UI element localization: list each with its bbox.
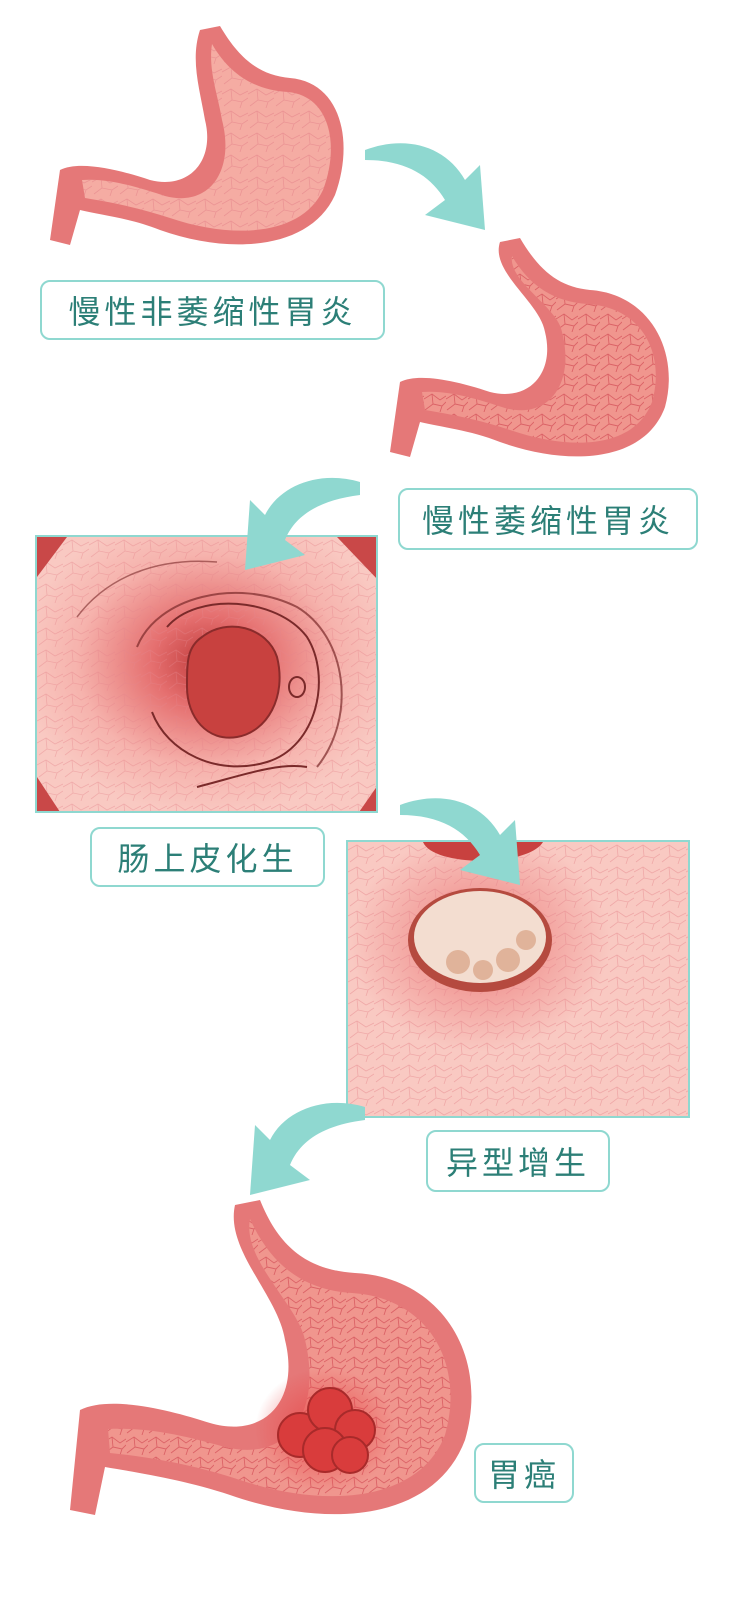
- dysplasia-panel: [346, 840, 690, 1118]
- stage-label-dysplasia: 异型增生: [426, 1130, 610, 1192]
- stomach-cancer-illustration: [60, 1195, 490, 1535]
- intestinal-metaplasia-panel: [35, 535, 378, 813]
- stage-label-intestinal-metaplasia: 肠上皮化生: [90, 827, 325, 887]
- stage-label-chronic-non-atrophic-gastritis: 慢性非萎缩性胃炎: [40, 280, 385, 340]
- stomach-normal-illustration: [40, 20, 370, 260]
- stage-label-chronic-atrophic-gastritis: 慢性萎缩性胃炎: [398, 488, 698, 550]
- arrow-icon: [235, 1095, 370, 1200]
- stomach-atrophic-illustration: [380, 232, 710, 477]
- arrow-icon: [360, 135, 500, 235]
- arrow-icon: [395, 790, 530, 895]
- arrow-icon: [230, 470, 365, 575]
- stage-label-gastric-cancer: 胃癌: [474, 1443, 574, 1503]
